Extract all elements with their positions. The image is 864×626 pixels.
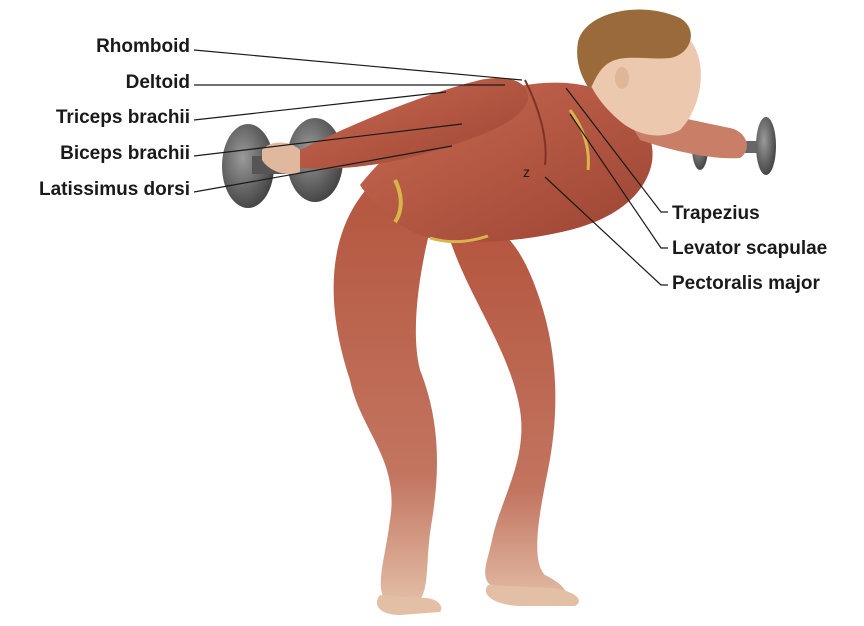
label-pectoralis-major: Pectoralis major bbox=[672, 273, 820, 295]
label-levator-scapulae: Levator scapulae bbox=[672, 238, 827, 260]
label-biceps-brachii: Biceps brachii bbox=[0, 143, 190, 165]
label-deltoid: Deltoid bbox=[0, 72, 190, 94]
label-trapezius: Trapezius bbox=[672, 203, 760, 225]
marker-letter: z bbox=[523, 164, 530, 180]
label-rhomboid: Rhomboid bbox=[0, 36, 190, 58]
label-latissimus-dorsi: Latissimus dorsi bbox=[0, 179, 190, 201]
label-triceps-brachii: Triceps brachii bbox=[0, 107, 190, 129]
legs bbox=[334, 185, 579, 615]
leader-rhomboid bbox=[194, 50, 522, 80]
